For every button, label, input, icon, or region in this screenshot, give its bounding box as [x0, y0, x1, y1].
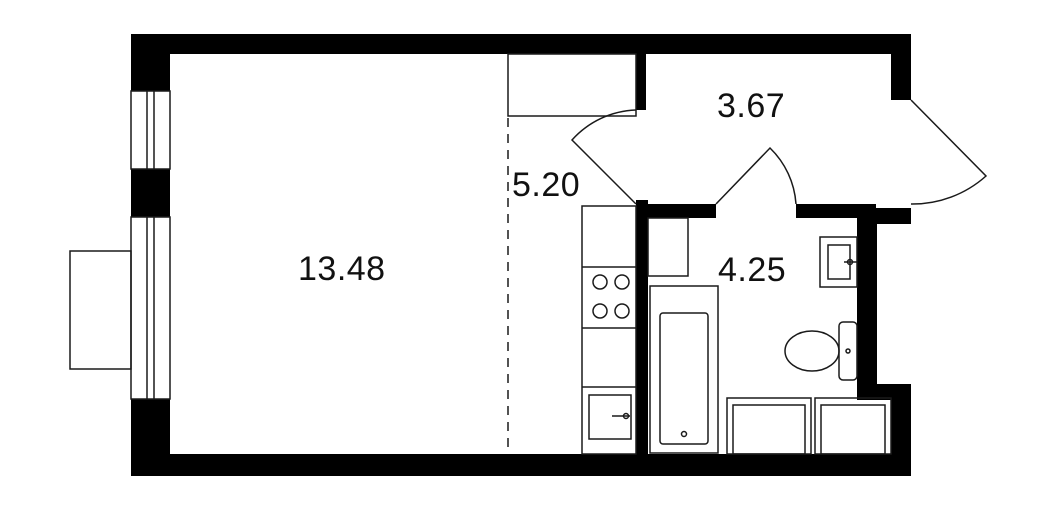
bath-storage-left-inner	[732, 404, 806, 455]
toilet-bowl	[784, 330, 840, 372]
wall-partition-top	[636, 50, 646, 110]
window-lower	[130, 216, 171, 400]
kitchen-sink	[588, 394, 632, 440]
bathtub	[649, 285, 719, 454]
stove-burner	[592, 274, 608, 290]
wall-right-lower	[891, 384, 911, 476]
wall-bath-right-bottom	[857, 384, 911, 400]
fixtures	[507, 53, 988, 455]
wall-top	[131, 34, 911, 54]
bathroom-door	[715, 146, 797, 205]
wall-left-mid	[131, 169, 170, 217]
wall-bath-top-left	[636, 204, 716, 218]
stove-burner	[614, 274, 630, 290]
wall-bottom	[131, 454, 911, 476]
toilet-tank	[838, 321, 858, 381]
bath-storage-right	[814, 397, 892, 455]
bath-storage-right-inner	[820, 404, 886, 455]
window-upper	[130, 90, 171, 170]
bath-storage-left	[726, 397, 812, 455]
kitchen-area: 5.20	[512, 166, 581, 204]
living-room-area: 13.48	[298, 250, 386, 288]
wall-bath-top-right	[796, 204, 876, 218]
windows	[69, 90, 171, 400]
wall-partition-lower	[636, 200, 648, 458]
wall-right-upper	[891, 34, 911, 100]
bath-cabinet	[647, 217, 689, 277]
kitchen-counter	[581, 205, 637, 455]
kitchen-door	[570, 109, 637, 205]
bathtub-inner	[659, 312, 709, 445]
entry-door	[910, 99, 988, 205]
wardrobe	[507, 53, 637, 117]
stove-burner	[592, 303, 608, 319]
stove-burner	[614, 303, 630, 319]
balcony	[69, 250, 132, 370]
walls	[131, 34, 911, 476]
hallway-area: 3.67	[717, 87, 786, 125]
bathroom-area: 4.25	[718, 251, 787, 289]
wall-bath-right	[857, 208, 877, 384]
